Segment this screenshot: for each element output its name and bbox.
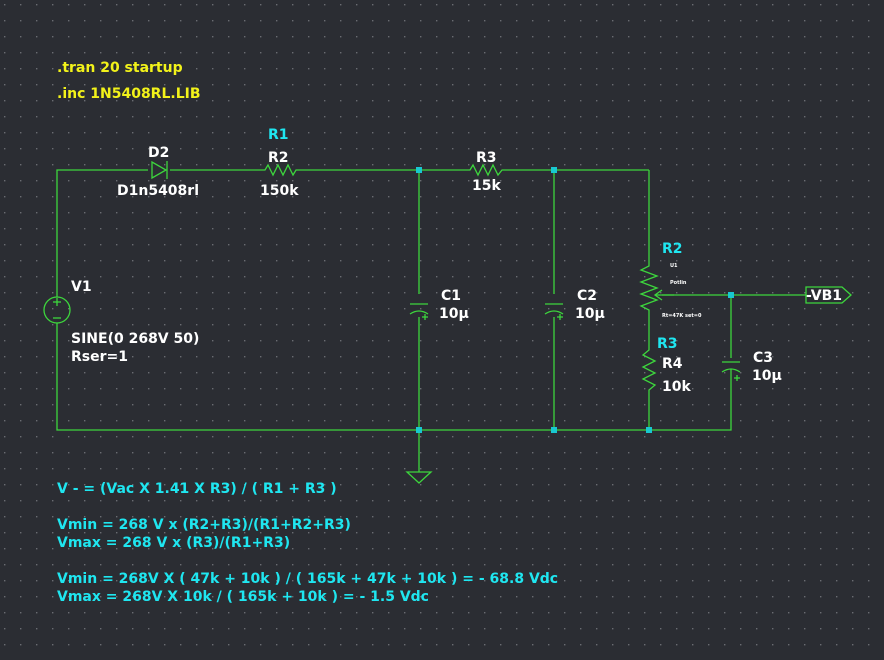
r2-value[interactable]: 150k xyxy=(260,183,299,199)
c2-value[interactable]: 10µ xyxy=(575,306,605,322)
note-vmin-calc[interactable]: Vmin = 268V X ( 47k + 10k ) / ( 165k + 4… xyxy=(57,571,558,587)
capacitor-c3[interactable] xyxy=(721,361,741,382)
capacitor-c1[interactable] xyxy=(409,303,429,320)
c2-name[interactable]: C2 xyxy=(577,288,597,304)
r4-name[interactable]: R4 xyxy=(662,356,683,372)
capacitor-c2[interactable] xyxy=(544,303,564,320)
c1-plate-bottom xyxy=(409,310,429,315)
resistor-r4-zigzag[interactable] xyxy=(641,345,657,395)
junction-r4-bottom xyxy=(646,427,652,433)
wires[interactable] xyxy=(56,169,806,472)
r3-value[interactable]: 15k xyxy=(472,178,501,194)
note-formula-general[interactable]: V - = (Vac X 1.41 X R3) / ( R1 + R3 ) xyxy=(57,481,337,497)
junctions xyxy=(416,167,734,433)
r2-name[interactable]: R2 xyxy=(268,150,289,166)
pot-u1-label: U1 xyxy=(670,263,678,269)
inc-directive[interactable]: .inc 1N5408RL.LIB xyxy=(57,86,201,102)
wire-left-top xyxy=(56,169,148,297)
potentiometer-zigzag[interactable] xyxy=(639,262,659,312)
resistor-r3-zigzag[interactable] xyxy=(467,163,505,177)
junction-c1-top xyxy=(416,167,422,173)
resistor-r2-zigzag[interactable] xyxy=(262,163,298,177)
c1-value[interactable]: 10µ xyxy=(439,306,469,322)
r1-inst-label[interactable]: R1 xyxy=(268,127,289,143)
vb1-net-flag[interactable] xyxy=(805,286,852,304)
note-vmin-formula[interactable]: Vmin = 268 V x (R2+R3)/(R1+R2+R3) xyxy=(57,517,351,533)
tran-directive[interactable]: .tran 20 startup xyxy=(57,60,183,76)
v1-value-line1[interactable]: SINE(0 268V 50) xyxy=(71,331,199,347)
c1-name[interactable]: C1 xyxy=(441,288,461,304)
r4-value[interactable]: 10k xyxy=(662,379,691,395)
pot-potlin-label: Potlin xyxy=(670,280,687,286)
junction-wiper-c3 xyxy=(728,292,734,298)
d2-value[interactable]: D1n5408rl xyxy=(117,183,199,199)
v1-source-circle xyxy=(43,296,71,324)
c2-plate-bottom xyxy=(544,310,564,315)
vb1-net-label[interactable]: -VB1 xyxy=(806,288,842,304)
c3-value[interactable]: 10µ xyxy=(752,368,782,384)
v1-value-line2[interactable]: Rser=1 xyxy=(71,349,128,365)
junction-c2-bottom xyxy=(551,427,557,433)
d2-name[interactable]: D2 xyxy=(148,145,169,161)
v1-source[interactable] xyxy=(43,296,71,324)
pot-inst-label[interactable]: R2 xyxy=(662,241,683,257)
diode-d2[interactable] xyxy=(151,160,168,180)
junction-c2-top xyxy=(551,167,557,173)
diode-triangle xyxy=(151,160,168,180)
ground-icon[interactable] xyxy=(405,471,433,484)
r4-inst-label[interactable]: R3 xyxy=(657,336,678,352)
note-vmax-formula[interactable]: Vmax = 268 V x (R3)/(R1+R3) xyxy=(57,535,290,551)
note-vmax-calc[interactable]: Vmax = 268V X 10k / ( 165k + 10k ) = - 1… xyxy=(57,589,429,605)
c3-name[interactable]: C3 xyxy=(753,350,773,366)
pot-param-label: Rt=47K set=0 xyxy=(662,313,702,319)
wire-left-bottom xyxy=(56,323,732,431)
v1-name[interactable]: V1 xyxy=(71,279,92,295)
junction-c1-bottom xyxy=(416,427,422,433)
r3-name[interactable]: R3 xyxy=(476,150,497,166)
potentiometer-wiper-arrow xyxy=(653,289,674,301)
